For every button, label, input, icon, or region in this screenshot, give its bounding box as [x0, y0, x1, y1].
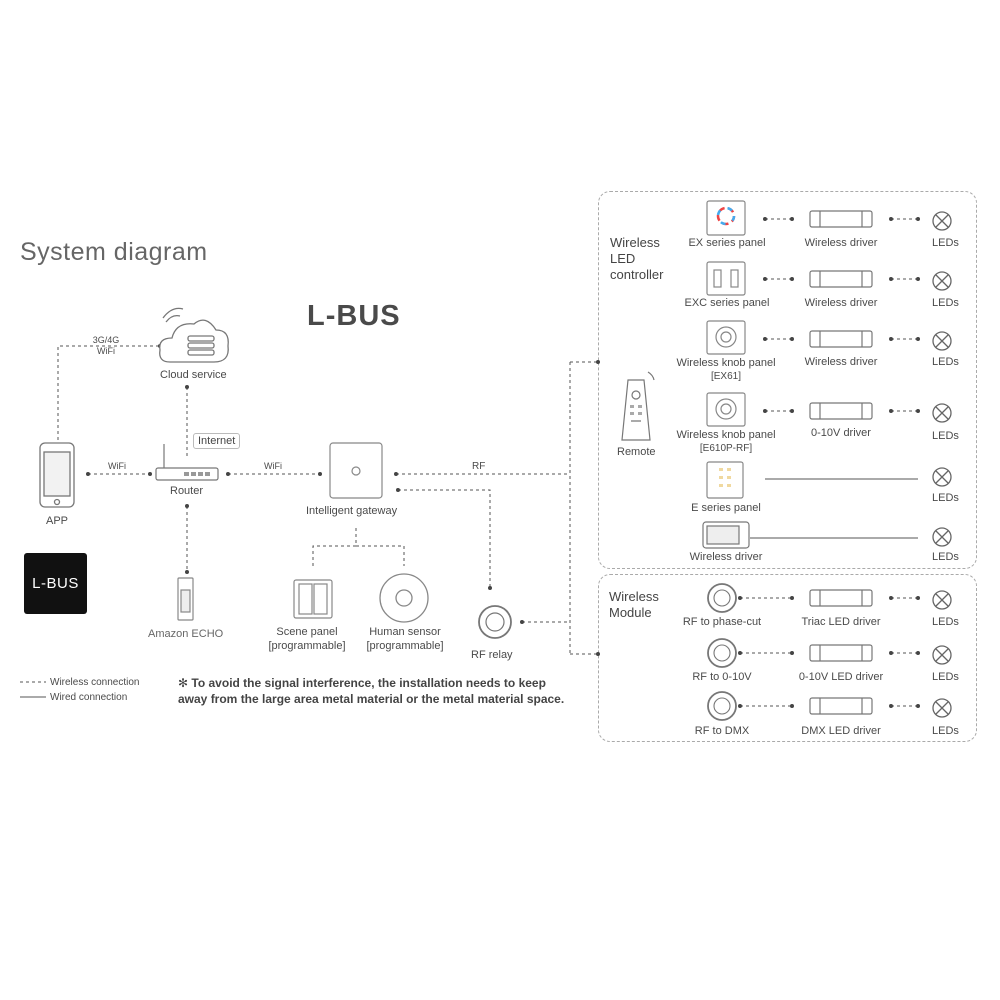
- app-label: APP: [46, 515, 69, 527]
- brand-wordmark: L-BUS: [307, 300, 401, 332]
- module-leds-label: LEDs: [932, 725, 959, 737]
- cloud-icon: [159, 307, 229, 363]
- ex-panel-icon: [706, 200, 746, 236]
- module-leds-label: LEDs: [932, 671, 959, 683]
- cloud-label: Cloud service: [160, 369, 227, 381]
- module-device-label: RF to phase-cut: [682, 616, 762, 628]
- wireless-led-controller-group: [598, 191, 977, 569]
- diagram-title: System diagram: [20, 238, 208, 266]
- controller-group-label: Wireless LED controller: [610, 235, 664, 282]
- note-symbol: ✻: [178, 676, 189, 690]
- sensor-icon: [379, 573, 429, 623]
- remote-label: Remote: [617, 446, 656, 458]
- controller-driver-label: Wireless driver: [804, 297, 878, 309]
- router-label: Router: [170, 485, 204, 497]
- remote-icon: [621, 371, 655, 441]
- router-gateway-wifi-label: WiFi: [264, 461, 282, 471]
- controller-device-label: E series panel: [691, 502, 761, 514]
- gateway-sensor-link: [356, 545, 405, 566]
- app-router-wifi-label: WiFi: [108, 461, 126, 471]
- controller-leds-label: LEDs: [932, 551, 959, 563]
- relay-label: RF relay: [471, 649, 513, 661]
- controller-leds-label: LEDs: [932, 237, 959, 249]
- controller-driver-label: Wireless driver: [804, 237, 878, 249]
- module-leds-label: LEDs: [932, 616, 959, 628]
- gateway-label: Intelligent gateway: [306, 505, 398, 517]
- driver-icon: [809, 210, 873, 715]
- app-cloud-link: [57, 345, 160, 440]
- gateway-scene-link: [312, 528, 357, 566]
- scene-panel-icon: [293, 579, 333, 619]
- knob-panel-ex61-icon: [706, 320, 746, 355]
- gateway-relay-link: [398, 489, 491, 588]
- rf-module-icon: [707, 583, 737, 721]
- module-group-label: Wireless Module: [609, 589, 659, 620]
- exc-panel-icon: [706, 261, 746, 296]
- scene-panel-label: Scene panel [programmable]: [268, 626, 346, 652]
- knob-panel-e610p-icon: [706, 392, 746, 427]
- phone-icon: [39, 442, 75, 508]
- controller-device-label: Wireless knob panel [E610P-RF]: [676, 429, 776, 454]
- lbus-logo-text: L-BUS: [32, 575, 79, 592]
- legend-wired: Wired connection: [50, 692, 128, 703]
- rf-link-label: RF: [472, 461, 486, 472]
- module-device-label: RF to DMX: [694, 725, 750, 737]
- controller-leds-label: LEDs: [932, 297, 959, 309]
- echo-icon: [177, 577, 194, 621]
- router-icon: [155, 444, 219, 481]
- gateway-icon: [329, 442, 383, 499]
- wireless-module-group: [598, 574, 977, 742]
- module-device-label: RF to 0-10V: [692, 671, 752, 683]
- controller-leds-label: LEDs: [932, 430, 959, 442]
- led-icon: [932, 211, 952, 718]
- controller-device-label: Wireless knob panel [EX61]: [676, 357, 776, 382]
- controller-driver-label: Wireless driver: [804, 356, 878, 368]
- e-series-panel-icon: [706, 461, 744, 499]
- internet-badge: Internet: [193, 433, 241, 449]
- controller-driver-label: 0-10V driver: [811, 427, 871, 439]
- relay-icon: [478, 605, 512, 639]
- sensor-label: Human sensor [programmable]: [366, 626, 444, 652]
- cellular-link-label: 3G/4G WiFi: [92, 335, 120, 356]
- controller-leds-label: LEDs: [932, 492, 959, 504]
- wireless-driver-box-icon: [702, 521, 750, 549]
- controller-device-label: Wireless driver: [689, 551, 763, 563]
- controller-leds-label: LEDs: [932, 356, 959, 368]
- lbus-logo: L-BUS: [24, 553, 87, 614]
- legend-wireless: Wireless connection: [50, 677, 140, 688]
- controller-device-label: EX series panel: [688, 237, 766, 249]
- module-driver-label: Triac LED driver: [801, 616, 881, 628]
- module-driver-label: 0-10V LED driver: [798, 671, 884, 683]
- note-text: To avoid the signal interference, the in…: [178, 676, 565, 706]
- echo-label: Amazon ECHO: [148, 628, 224, 640]
- module-driver-label: DMX LED driver: [801, 725, 881, 737]
- controller-device-label: EXC series panel: [684, 297, 770, 309]
- installation-note: ✻ To avoid the signal interference, the …: [178, 675, 578, 707]
